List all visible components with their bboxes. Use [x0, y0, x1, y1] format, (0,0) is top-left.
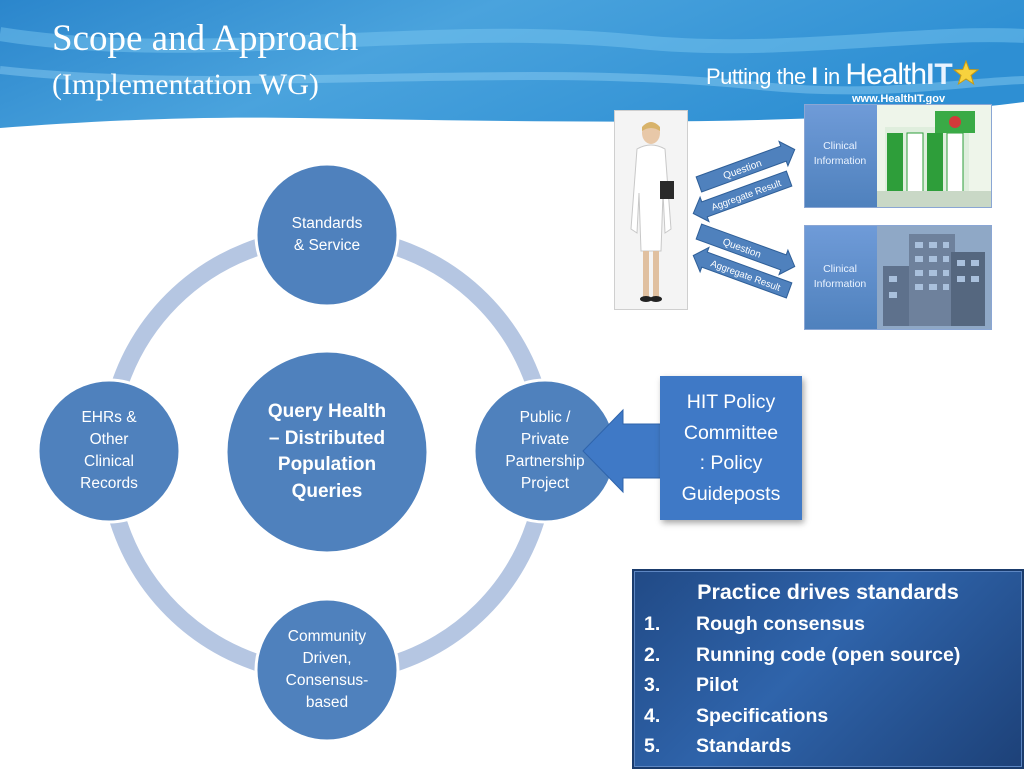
logo-text-in: in	[817, 64, 846, 89]
node-bottom-circle	[254, 597, 400, 743]
header-band	[0, 0, 1024, 128]
logo-text-putting: Putting the	[706, 64, 812, 89]
list-item: 3.Pilot	[644, 674, 739, 696]
node-top-label: Standards & Service	[291, 215, 363, 254]
query-arrows: Question Aggregate Result Question Aggre…	[692, 140, 796, 299]
logo-text-health: Health	[845, 58, 927, 91]
node-left-label: EHRs & Other Clinical Records	[80, 409, 138, 492]
slide-subtitle: (Implementation WG)	[52, 68, 319, 101]
node-right-label: Public / Private Partnership Project	[505, 409, 585, 492]
logo-text-i: I	[811, 63, 818, 90]
doctor-photo	[614, 110, 688, 310]
logo-text-it: IT	[926, 58, 953, 91]
center-circle	[224, 349, 430, 555]
practice-box: Practice drives standards 1.Rough consen…	[632, 569, 1024, 769]
slide-title: Scope and Approach	[52, 18, 359, 59]
clinical-info-label-1: Clinical Information	[813, 140, 867, 167]
clinical-panel-clinic: Clinical Information	[804, 104, 992, 208]
node-top-circle	[254, 162, 400, 308]
policy-arrow	[582, 408, 664, 494]
hospital-building-icon	[877, 226, 991, 329]
list-item: 1.Rough consensus	[644, 613, 866, 635]
doctor-figure-icon	[630, 122, 674, 302]
list-item: 2.Running code (open source)	[644, 643, 961, 666]
clinical-panel-hospital: Clinical Information	[804, 225, 992, 330]
healthit-logo: Putting the I in HealthIT	[706, 58, 980, 92]
list-item: 5.Standards	[644, 735, 792, 757]
clinic-building-icon	[877, 105, 991, 207]
practice-list: 1.Rough consensus 2.Running code (open s…	[644, 613, 960, 766]
clinical-info-label-2: Clinical Information	[813, 263, 867, 290]
node-bottom-label: Community Driven, Consensus- based	[285, 628, 369, 711]
practice-title: Practice drives standards	[697, 580, 959, 604]
hit-policy-box: HIT Policy Committee : Policy Guideposts	[660, 376, 802, 520]
node-left-circle	[36, 378, 182, 524]
star-icon	[952, 59, 980, 86]
list-item: 4.Specifications	[644, 704, 829, 727]
center-label: Query Health – Distributed Population Qu…	[267, 401, 387, 502]
logo-url: www.HealthIT.gov	[852, 93, 946, 105]
